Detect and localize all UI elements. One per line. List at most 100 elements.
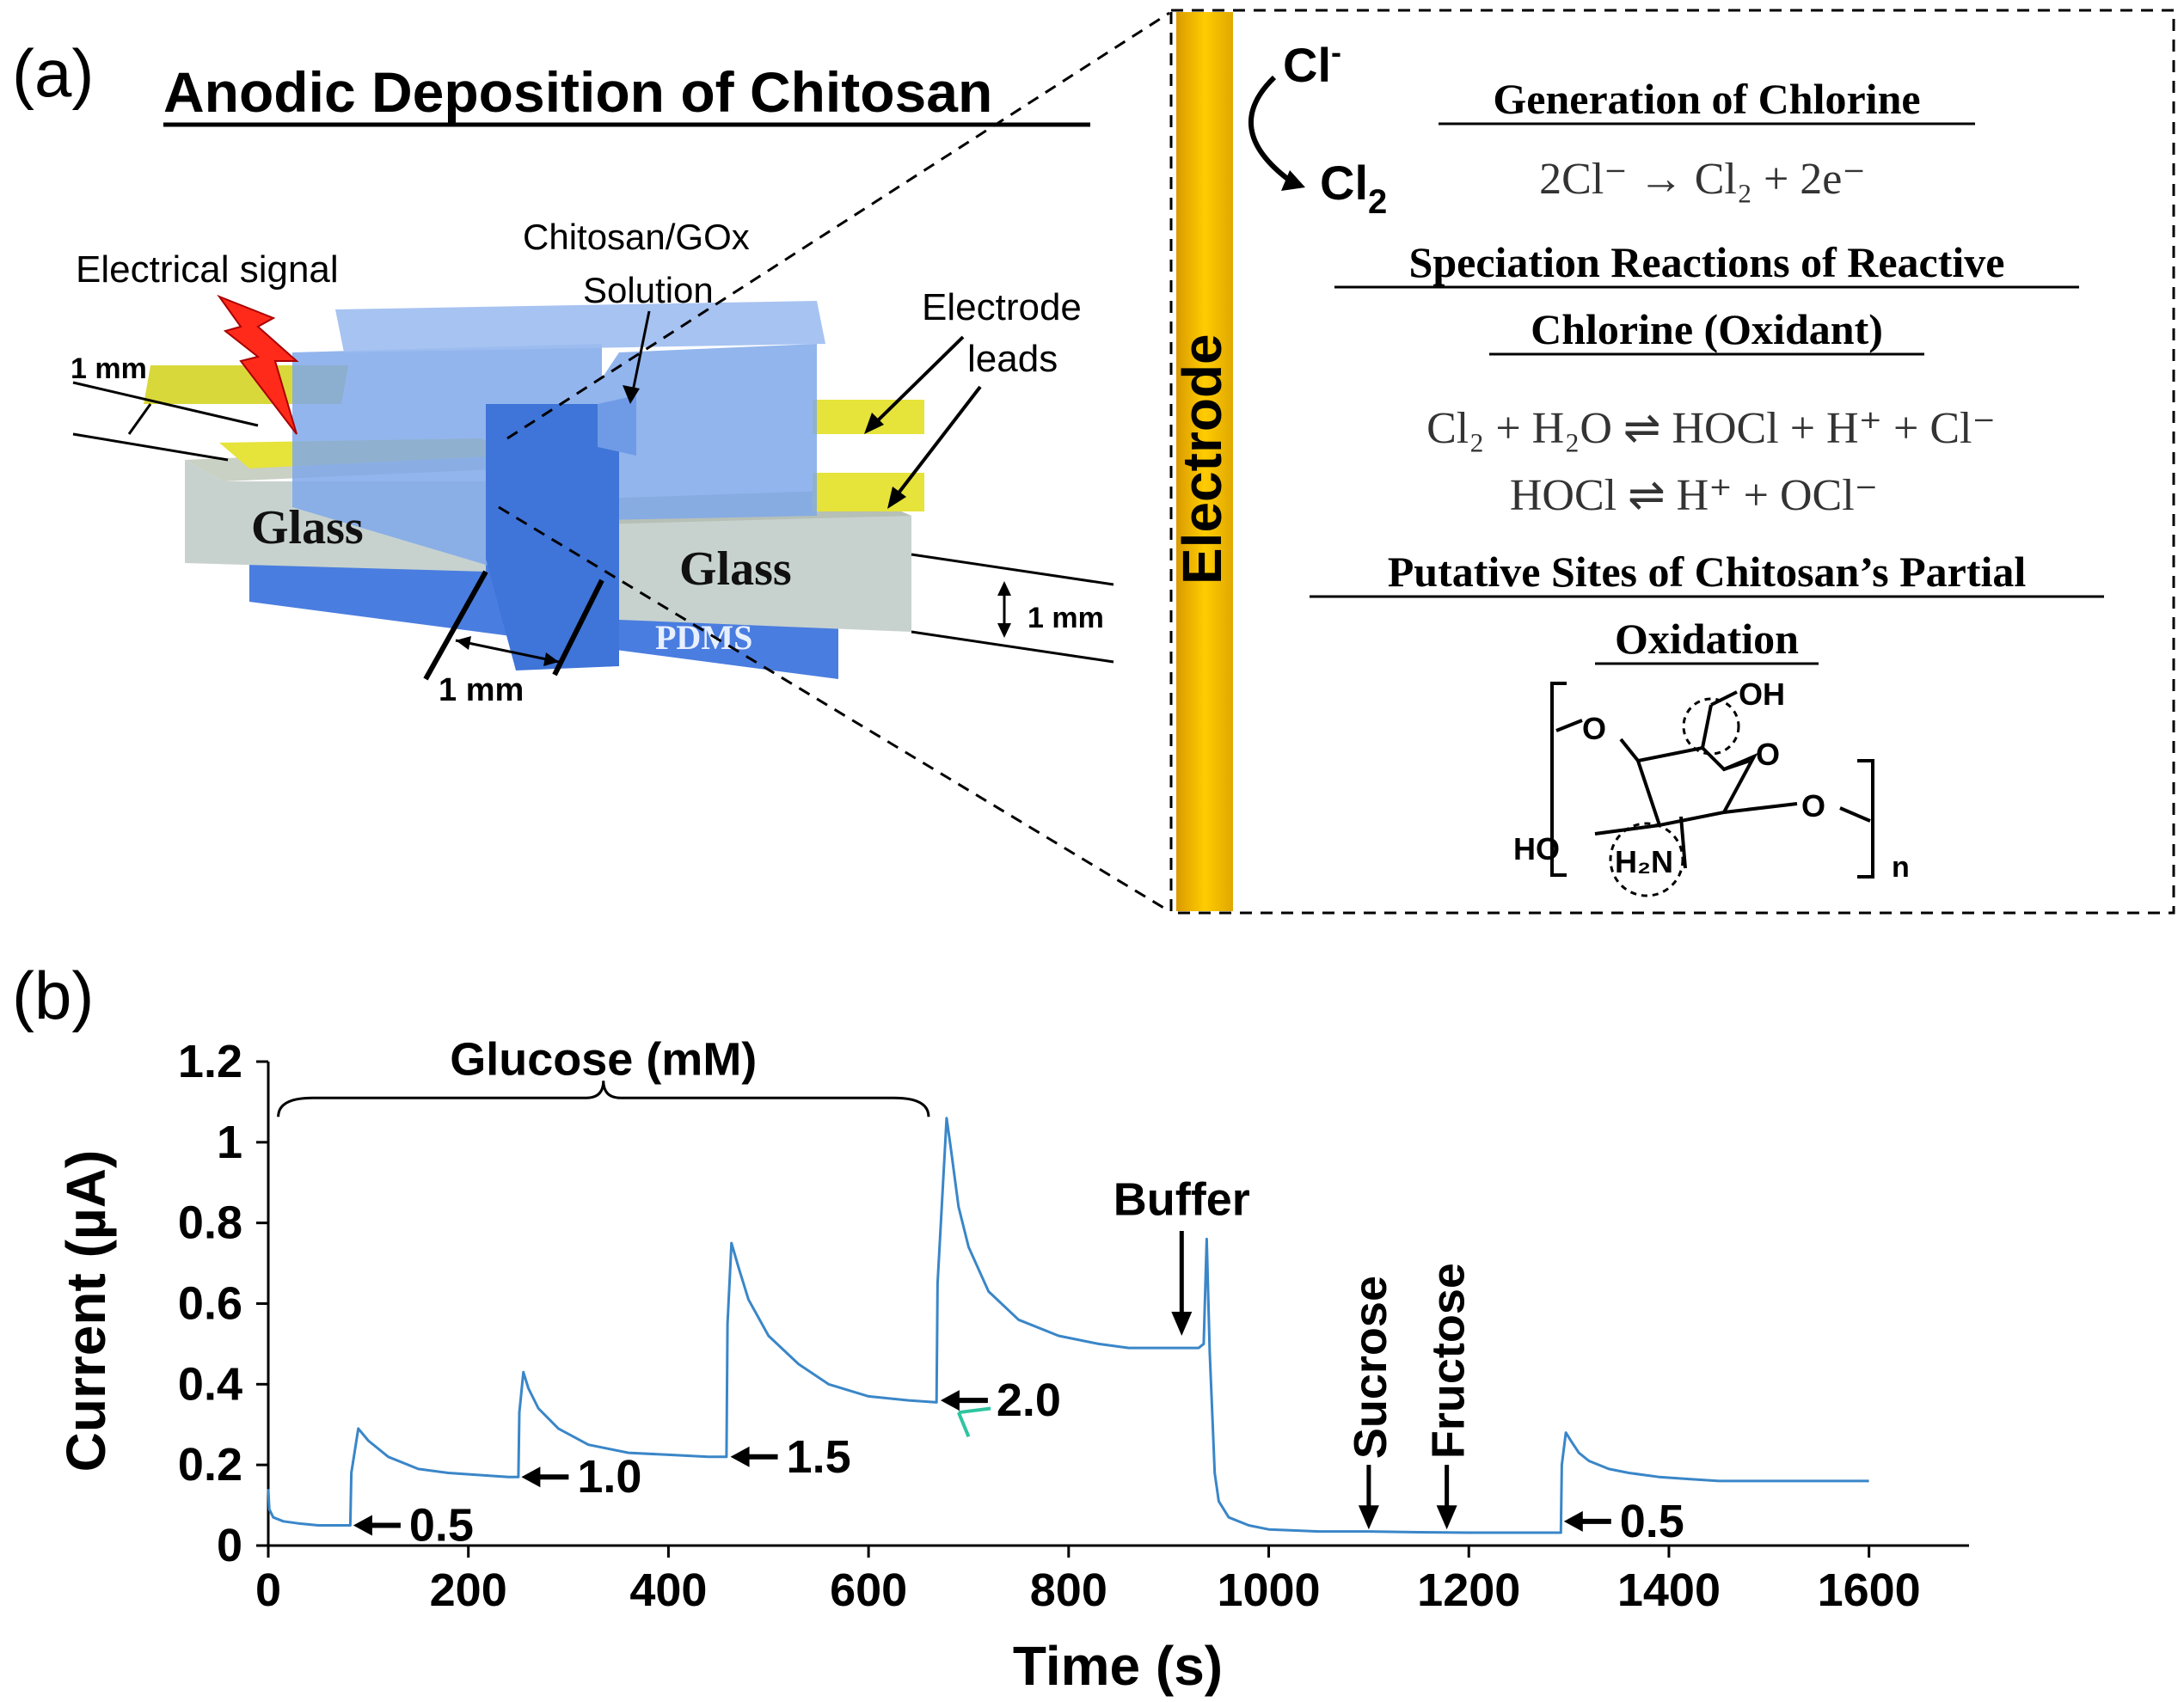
x-tick-label: 600 [830, 1564, 907, 1616]
leads-label-2: leads [967, 338, 1058, 380]
solution-right-block [602, 344, 817, 520]
dim-channel-label: 1 mm [439, 672, 524, 708]
solution-label-1: Chitosan/GOx [523, 217, 750, 257]
leads-label-1: Electrode [922, 286, 1082, 328]
bond-c5-o [1723, 802, 1798, 814]
channel-top [598, 395, 636, 456]
glucose-1-5-arrow-head [730, 1446, 750, 1467]
glass-right-front [598, 516, 911, 632]
equation-1: 2Cl⁻ → Cl₂ + 2e⁻ [1539, 155, 1866, 204]
glucose-2-0-arrow-head [940, 1390, 960, 1411]
device-illustration: Glass Glass PDMS 1 mm 1 mm 1 mm Electric… [71, 11, 1170, 913]
glucose-1-0-arrow-head [521, 1466, 541, 1488]
x-tick-label: 200 [430, 1564, 507, 1616]
chlorine-curve-arrow-head [1281, 170, 1305, 191]
solution-label-2: Solution [583, 270, 714, 310]
channel-edge-left [423, 570, 488, 681]
leads-arrow-2-head [887, 487, 906, 509]
x-tick-label: 0 [255, 1564, 281, 1616]
bond-right-chain [1839, 806, 1871, 823]
x-axis-label: Time (s) [1013, 1635, 1223, 1697]
inset-border [1169, 9, 2175, 915]
channel-width-arrow-head-r [543, 652, 559, 666]
buffer-label: Buffer [1113, 1173, 1250, 1225]
cl-ion: Cl- [1283, 34, 1341, 92]
panel-a-label: (a) [12, 35, 94, 111]
bond-c-ch2 [1701, 704, 1713, 749]
heading-speciation-1: Speciation Reactions of Reactive [1409, 238, 2005, 286]
fructose-arrow-head [1436, 1505, 1457, 1530]
glucose-1-0-label: 1.0 [577, 1451, 641, 1503]
electrode-bar [1176, 12, 1233, 911]
glucose-brace-label: Glucose (mM) [450, 1033, 757, 1085]
right-dim-line-1 [911, 553, 1114, 586]
oxidation-site-amine [1609, 822, 1684, 897]
right-dim-arrow-head-bottom [997, 623, 1011, 638]
teal-mark-2 [958, 1406, 991, 1415]
left-dim-line-1 [72, 381, 259, 427]
glass-left-label: Glass [251, 501, 364, 554]
fructose-label: Fructose [1423, 1263, 1475, 1459]
gold-lead-right-1 [813, 400, 924, 434]
glucose-0-5-repeat-arrow-head [1563, 1510, 1583, 1532]
equation-3: HOCl ⇌ H⁺ + OCl⁻ [1510, 471, 1878, 520]
mol-o-ring: O [1756, 737, 1780, 772]
x-tick-label: 1200 [1417, 1564, 1520, 1616]
glass-right-label: Glass [679, 542, 792, 596]
chitosan-structure [1550, 682, 1874, 897]
solution-channel [486, 404, 619, 670]
left-dim-line-2 [72, 432, 229, 462]
bond-c-nh2 [1679, 816, 1687, 869]
mol-h2n: H₂N [1615, 844, 1673, 879]
teal-mark [956, 1411, 971, 1438]
x-tick-label: 1400 [1617, 1564, 1721, 1616]
electrical-signal-label: Electrical signal [76, 248, 339, 291]
y-tick-label: 0.2 [178, 1439, 242, 1491]
leads-arrow-1-head [864, 413, 884, 434]
current-trace-line [267, 1117, 1869, 1534]
zoom-line-bottom [498, 505, 1170, 913]
buffer-arrow-head [1171, 1312, 1193, 1337]
y-tick-label: 1 [217, 1117, 242, 1168]
solution-arrow-head [623, 385, 640, 404]
chart-axes [267, 1062, 1969, 1547]
dim-left-label: 1 mm [71, 352, 147, 385]
sucrose-label: Sucrose [1345, 1276, 1396, 1459]
mol-oh: OH [1739, 677, 1785, 712]
heading-generation: Generation of Chlorine [1493, 75, 1920, 123]
mol-ho: HO [1513, 831, 1560, 866]
x-tick-label: 1600 [1818, 1564, 1921, 1616]
glucose-1-5-label: 1.5 [787, 1431, 851, 1483]
bracket-right [1857, 759, 1874, 879]
x-tick-label: 400 [629, 1564, 707, 1616]
dim-right-label: 1 mm [1028, 602, 1104, 634]
channel-width-arrow-head-l [456, 636, 471, 650]
glucose-2-0-label: 2.0 [997, 1374, 1061, 1426]
right-dim-arrow-head-top [997, 581, 1011, 596]
bond-left-chain [1555, 719, 1583, 732]
oxidation-site-ch2oh [1682, 697, 1740, 756]
electrode-label: Electrode [1171, 334, 1233, 585]
cl2-product: Cl2 [1320, 156, 1387, 221]
heading-speciation-2: Chlorine (Oxidant) [1531, 305, 1883, 353]
panel-b-label: (b) [12, 958, 94, 1033]
chlorine-curve-arrow [1248, 75, 1291, 183]
glucose-brace [277, 1081, 930, 1117]
bond-o-c1 [1619, 738, 1640, 762]
solution-back [335, 301, 825, 352]
glucose-0-5-arrow-head [353, 1515, 372, 1536]
channel-width-arrow [455, 639, 560, 664]
y-tick-label: 0.8 [178, 1197, 242, 1249]
mol-o-right: O [1801, 788, 1825, 823]
bond-ring-o [1723, 759, 1751, 771]
y-tick-label: 0 [217, 1520, 242, 1571]
y-tick-label: 1.2 [178, 1036, 242, 1087]
y-tick-label: 0.4 [178, 1358, 242, 1410]
solution-left-block [292, 344, 602, 567]
equation-2: Cl₂ + H₂O ⇌ HOCl + H⁺ + Cl⁻ [1426, 404, 1996, 453]
bond-ch2-oh [1710, 690, 1738, 707]
x-tick-label: 1000 [1217, 1564, 1320, 1616]
